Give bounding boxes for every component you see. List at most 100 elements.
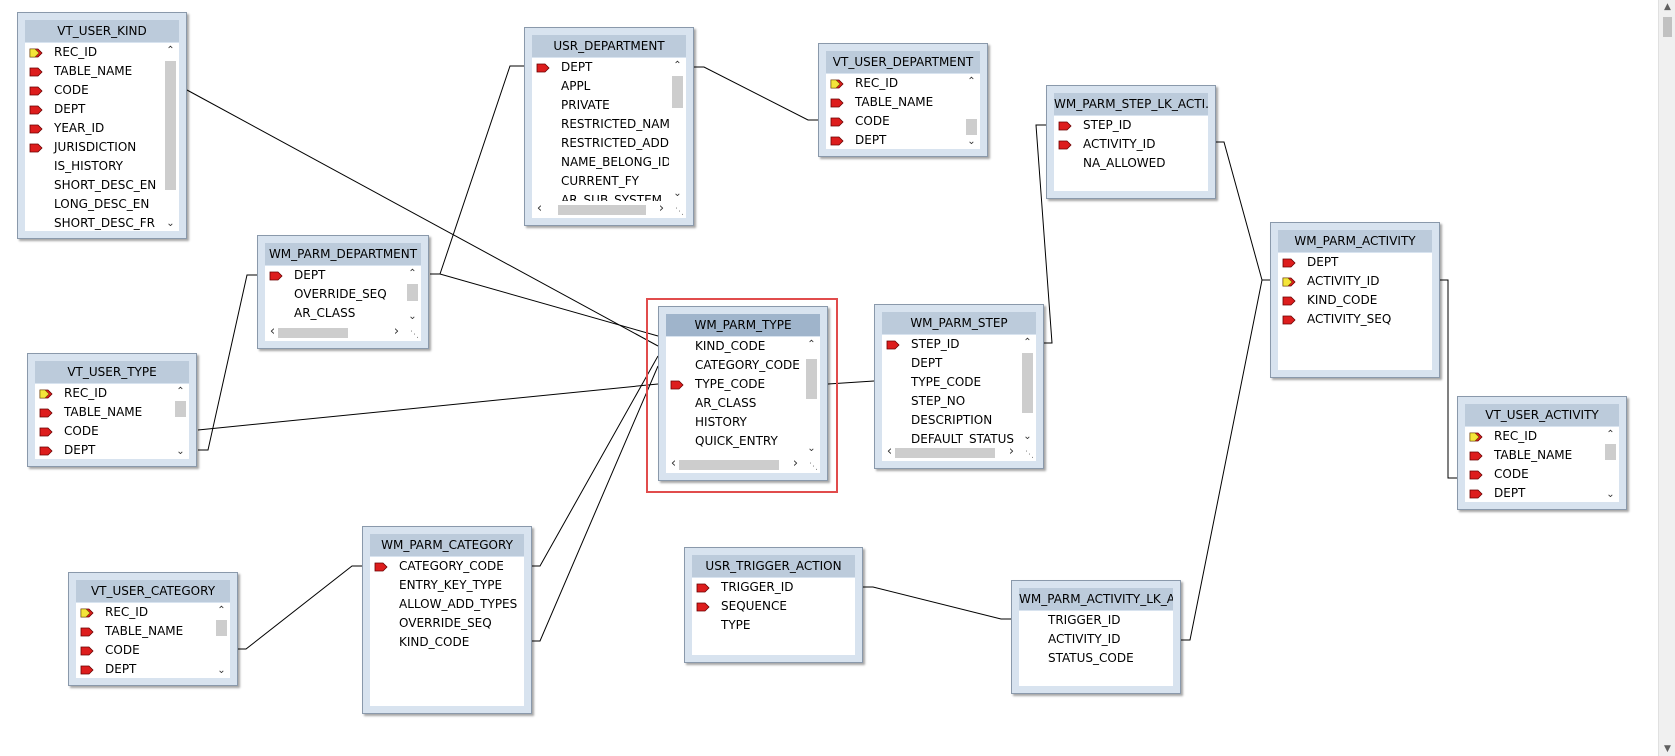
chevron-down-icon[interactable]: ⌄ xyxy=(217,665,226,676)
field-row[interactable]: DEPT xyxy=(1278,253,1432,272)
chevron-down-icon[interactable]: ⌄ xyxy=(967,136,976,147)
field-row[interactable]: CATEGORY_CODE xyxy=(370,557,524,576)
resize-grip-icon[interactable]: ⋱ xyxy=(809,462,818,472)
table-title[interactable]: WM_PARM_ACTIVITY_LK_A... xyxy=(1019,588,1173,610)
chevron-down-icon[interactable]: ⌄ xyxy=(807,443,816,454)
field-row[interactable]: PRIVATE xyxy=(532,96,669,115)
chevron-up-icon[interactable]: ⌃ xyxy=(176,386,185,397)
scroll-thumb[interactable] xyxy=(165,61,176,190)
field-row[interactable]: KIND_CODE xyxy=(666,337,803,356)
field-row[interactable]: DEPT xyxy=(1465,484,1602,502)
field-row[interactable]: ACTIVITY_ID xyxy=(1019,630,1173,649)
field-row[interactable]: NA_ALLOWED xyxy=(1054,154,1208,173)
chevron-down-icon[interactable]: ⌄ xyxy=(673,188,682,199)
field-row[interactable]: TYPE xyxy=(692,616,855,635)
chevron-up-icon[interactable]: ⌃ xyxy=(166,45,175,56)
chevron-up-icon[interactable]: ⌃ xyxy=(807,339,816,350)
vertical-scrollbar[interactable]: ⌃⌄ xyxy=(213,603,230,678)
field-row[interactable]: SHORT_DESC_FR xyxy=(25,214,162,231)
field-row[interactable]: TABLE_NAME xyxy=(35,403,172,422)
scroll-thumb[interactable] xyxy=(1022,353,1033,413)
field-row[interactable]: NAME_BELONG_ID xyxy=(532,153,671,172)
field-row[interactable]: HISTORY xyxy=(666,413,803,432)
resize-grip-icon[interactable]: ⋱ xyxy=(410,330,419,340)
field-row[interactable]: REC_ID xyxy=(35,384,172,403)
scroll-thumb[interactable] xyxy=(1605,444,1616,460)
resize-grip-icon[interactable]: ⋱ xyxy=(1025,450,1034,460)
chevron-up-icon[interactable]: ⌃ xyxy=(1023,337,1032,348)
field-row[interactable]: TRIGGER_ID xyxy=(692,578,855,597)
field-row[interactable]: DEPT xyxy=(532,58,669,77)
table-title[interactable]: VT_USER_TYPE xyxy=(35,361,189,383)
scroll-thumb[interactable] xyxy=(278,328,348,338)
table-title[interactable]: WM_PARM_TYPE xyxy=(666,314,820,336)
field-row[interactable]: KIND_CODE xyxy=(370,633,524,652)
vertical-scrollbar[interactable]: ⌃⌄ xyxy=(1019,335,1036,444)
chevron-right-icon[interactable]: › xyxy=(393,324,400,339)
vertical-scrollbar[interactable]: ⌃⌄ xyxy=(172,384,189,459)
field-row[interactable]: REC_ID xyxy=(826,74,963,93)
field-row[interactable]: RESTRICTED_ADDRESS xyxy=(532,134,686,153)
field-row[interactable]: AR_CLASS xyxy=(265,304,404,323)
field-row[interactable]: CODE xyxy=(35,422,172,441)
table-title[interactable]: VT_USER_CATEGORY xyxy=(76,580,230,602)
field-row[interactable]: TABLE_NAME xyxy=(25,62,162,81)
table-title[interactable]: USR_TRIGGER_ACTION xyxy=(692,555,855,577)
field-row[interactable]: OVERRIDE_SEQ xyxy=(265,285,404,304)
field-row[interactable]: ACTIVITY_ID xyxy=(1278,272,1432,291)
vertical-scrollbar[interactable]: ⌃⌄ xyxy=(803,337,820,456)
scroll-thumb[interactable] xyxy=(895,448,995,458)
scroll-thumb[interactable] xyxy=(1663,17,1672,37)
table-title[interactable]: VT_USER_KIND xyxy=(25,20,179,42)
chevron-down-icon[interactable]: ⌄ xyxy=(176,446,185,457)
scroll-thumb[interactable] xyxy=(407,284,418,301)
field-row[interactable]: DESCRIPTION xyxy=(882,411,1019,430)
field-row[interactable]: TABLE_NAME xyxy=(76,622,213,641)
chevron-right-icon[interactable]: › xyxy=(792,456,799,471)
table-title[interactable]: WM_PARM_STEP_LK_ACTI... xyxy=(1054,93,1208,115)
field-row[interactable]: CODE xyxy=(25,81,162,100)
field-row[interactable]: STATUS_CODE xyxy=(1019,649,1173,668)
table-title[interactable]: VT_USER_ACTIVITY xyxy=(1465,404,1619,426)
vertical-scrollbar[interactable]: ⌃⌄ xyxy=(162,43,179,231)
field-row[interactable]: STEP_ID xyxy=(1054,116,1208,135)
field-row[interactable]: TABLE_NAME xyxy=(1465,446,1602,465)
chevron-up-icon[interactable]: ⌃ xyxy=(967,76,976,87)
field-row[interactable]: TABLE_NAME xyxy=(826,93,963,112)
table-title[interactable]: USR_DEPARTMENT xyxy=(532,35,686,57)
horizontal-scrollbar[interactable]: ‹›⋱ xyxy=(882,444,1036,461)
chevron-right-icon[interactable]: › xyxy=(1008,444,1015,459)
scroll-thumb[interactable] xyxy=(966,119,977,135)
vertical-scrollbar[interactable]: ⌃⌄ xyxy=(1602,427,1619,502)
table-title[interactable]: WM_PARM_STEP xyxy=(882,312,1036,334)
field-row[interactable]: KIND_CODE xyxy=(1278,291,1432,310)
field-row[interactable]: ALLOW_ADD_TYPES xyxy=(370,595,524,614)
field-row[interactable]: CODE xyxy=(826,112,963,131)
field-row[interactable]: APPL xyxy=(532,77,669,96)
field-row[interactable]: DEFAULT_STATUS xyxy=(882,430,1019,449)
field-row[interactable]: SHORT_DESC_EN xyxy=(25,176,162,195)
chevron-down-icon[interactable]: ⌄ xyxy=(166,218,175,229)
vertical-scrollbar[interactable]: ⌃⌄ xyxy=(963,74,980,149)
table-title[interactable]: WM_PARM_DEPARTMENT xyxy=(265,243,421,265)
scroll-down-arrow-icon[interactable]: ▼ xyxy=(1664,744,1671,754)
horizontal-scrollbar[interactable]: ‹›⋱ xyxy=(666,456,820,473)
chevron-down-icon[interactable]: ⌄ xyxy=(408,311,417,322)
field-row[interactable]: YEAR_ID xyxy=(25,119,162,138)
field-row[interactable]: RESTRICTED_NAME xyxy=(532,115,677,134)
field-row[interactable]: SEQUENCE xyxy=(692,597,855,616)
field-row[interactable]: TYPE_CODE xyxy=(882,373,1019,392)
chevron-left-icon[interactable]: ‹ xyxy=(536,201,543,216)
vertical-scrollbar[interactable]: ⌃⌄ xyxy=(669,58,686,201)
horizontal-scrollbar[interactable]: ‹›⋱ xyxy=(532,201,686,218)
chevron-up-icon[interactable]: ⌃ xyxy=(408,268,417,279)
field-row[interactable]: ENTRY_KEY_TYPE xyxy=(370,576,524,595)
